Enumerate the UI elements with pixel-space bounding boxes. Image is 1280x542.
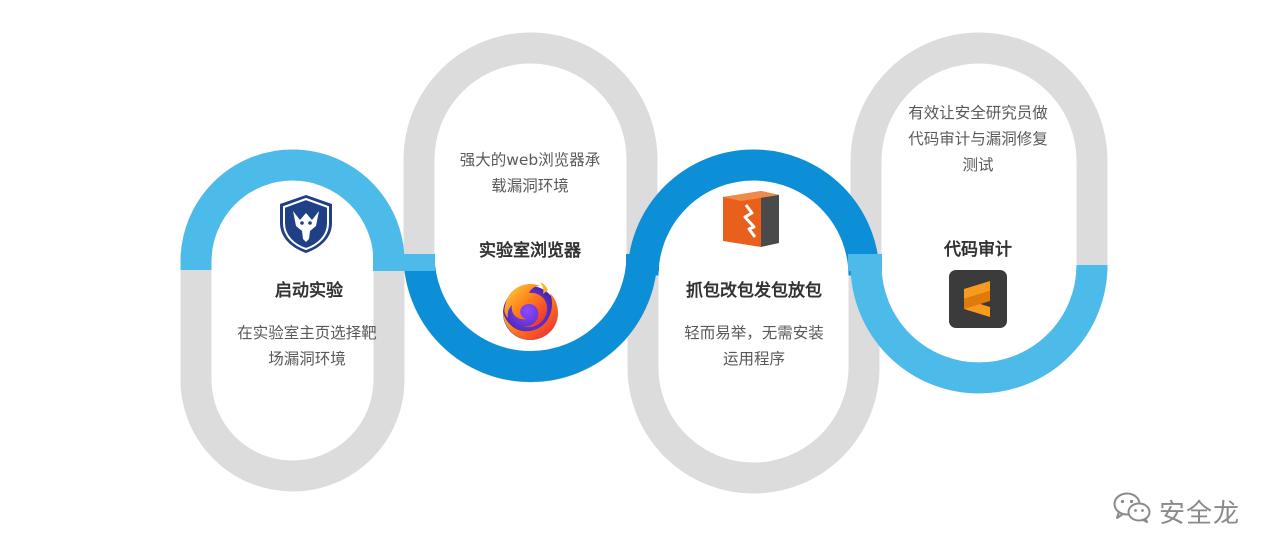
step-1-title: 启动实验: [275, 281, 343, 301]
step-4-description: 有效让安全研究员做 代码审计与漏洞修复 测试: [908, 104, 1048, 174]
watermark-text: 安全龙: [1158, 499, 1240, 529]
blue-arc-3: [627, 149, 880, 276]
blue-connector-2: [626, 254, 659, 271]
blue-arc-4: [850, 264, 1108, 394]
step-4-title: 代码审计: [944, 240, 1012, 260]
step-3-description: 轻而易举，无需安装 运用程序: [684, 324, 824, 368]
burpsuite-icon: [721, 191, 781, 251]
step-2-title: 实验室浏览器: [479, 241, 581, 261]
firefox-icon: [496, 278, 564, 348]
wechat-icon: [1113, 492, 1159, 531]
shield-dragon-icon: [276, 193, 336, 259]
step-1-description: 在实验室主页选择靶 场漏洞环境: [237, 324, 377, 368]
step-3-title: 抓包改包发包放包: [686, 281, 822, 301]
watermark: 安全龙: [1113, 492, 1240, 531]
blue-arc-1: [180, 149, 405, 270]
blue-connector-3: [848, 254, 882, 271]
step-2-description: 强大的web浏览器承 载漏洞环境: [459, 151, 601, 195]
blue-arc-2: [403, 254, 658, 382]
blue-connector-1: [373, 254, 435, 271]
sublime-text-icon: [949, 270, 1007, 332]
